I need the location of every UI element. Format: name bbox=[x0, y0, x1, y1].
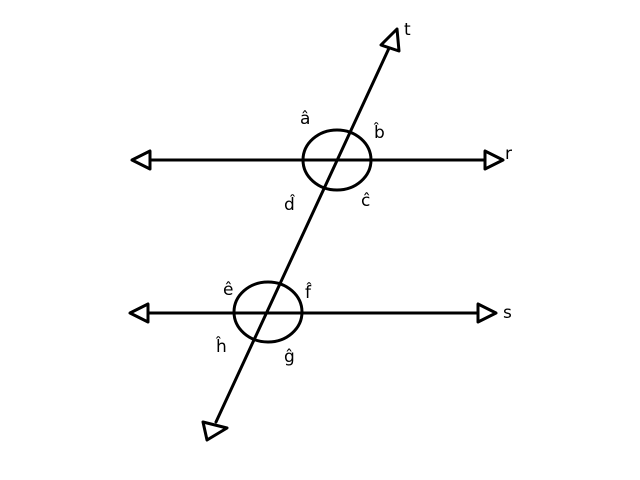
line-s: s bbox=[128, 302, 512, 324]
angle-label-c: ĉ bbox=[361, 191, 370, 211]
angle-label-h: ĥ bbox=[215, 335, 227, 357]
line-r-right-arrowhead bbox=[483, 149, 505, 171]
angle-label-g: ĝ bbox=[284, 347, 295, 367]
line-s-label: s bbox=[503, 303, 512, 323]
angle-label-b: b̂ bbox=[374, 122, 385, 143]
line-r-left-arrowhead bbox=[130, 149, 152, 171]
line-t-segment bbox=[214, 44, 392, 424]
line-t-bottom-arrowhead bbox=[201, 420, 229, 442]
angle-label-e: ê bbox=[223, 280, 233, 300]
line-s-right-arrowhead bbox=[476, 302, 498, 324]
line-t: t bbox=[201, 20, 411, 442]
angle-label-d: d̂ bbox=[284, 194, 296, 215]
angle-circle-upper bbox=[301, 128, 373, 192]
line-r: r bbox=[130, 144, 512, 171]
line-r-label: r bbox=[505, 144, 512, 164]
angle-label-f: f̂ bbox=[305, 282, 312, 303]
line-t-label: t bbox=[404, 20, 411, 40]
line-s-left-arrowhead bbox=[128, 302, 150, 324]
angle-label-a: â bbox=[300, 109, 310, 129]
line-t-top-arrowhead bbox=[379, 27, 401, 53]
angle-circle-lower bbox=[232, 280, 304, 344]
